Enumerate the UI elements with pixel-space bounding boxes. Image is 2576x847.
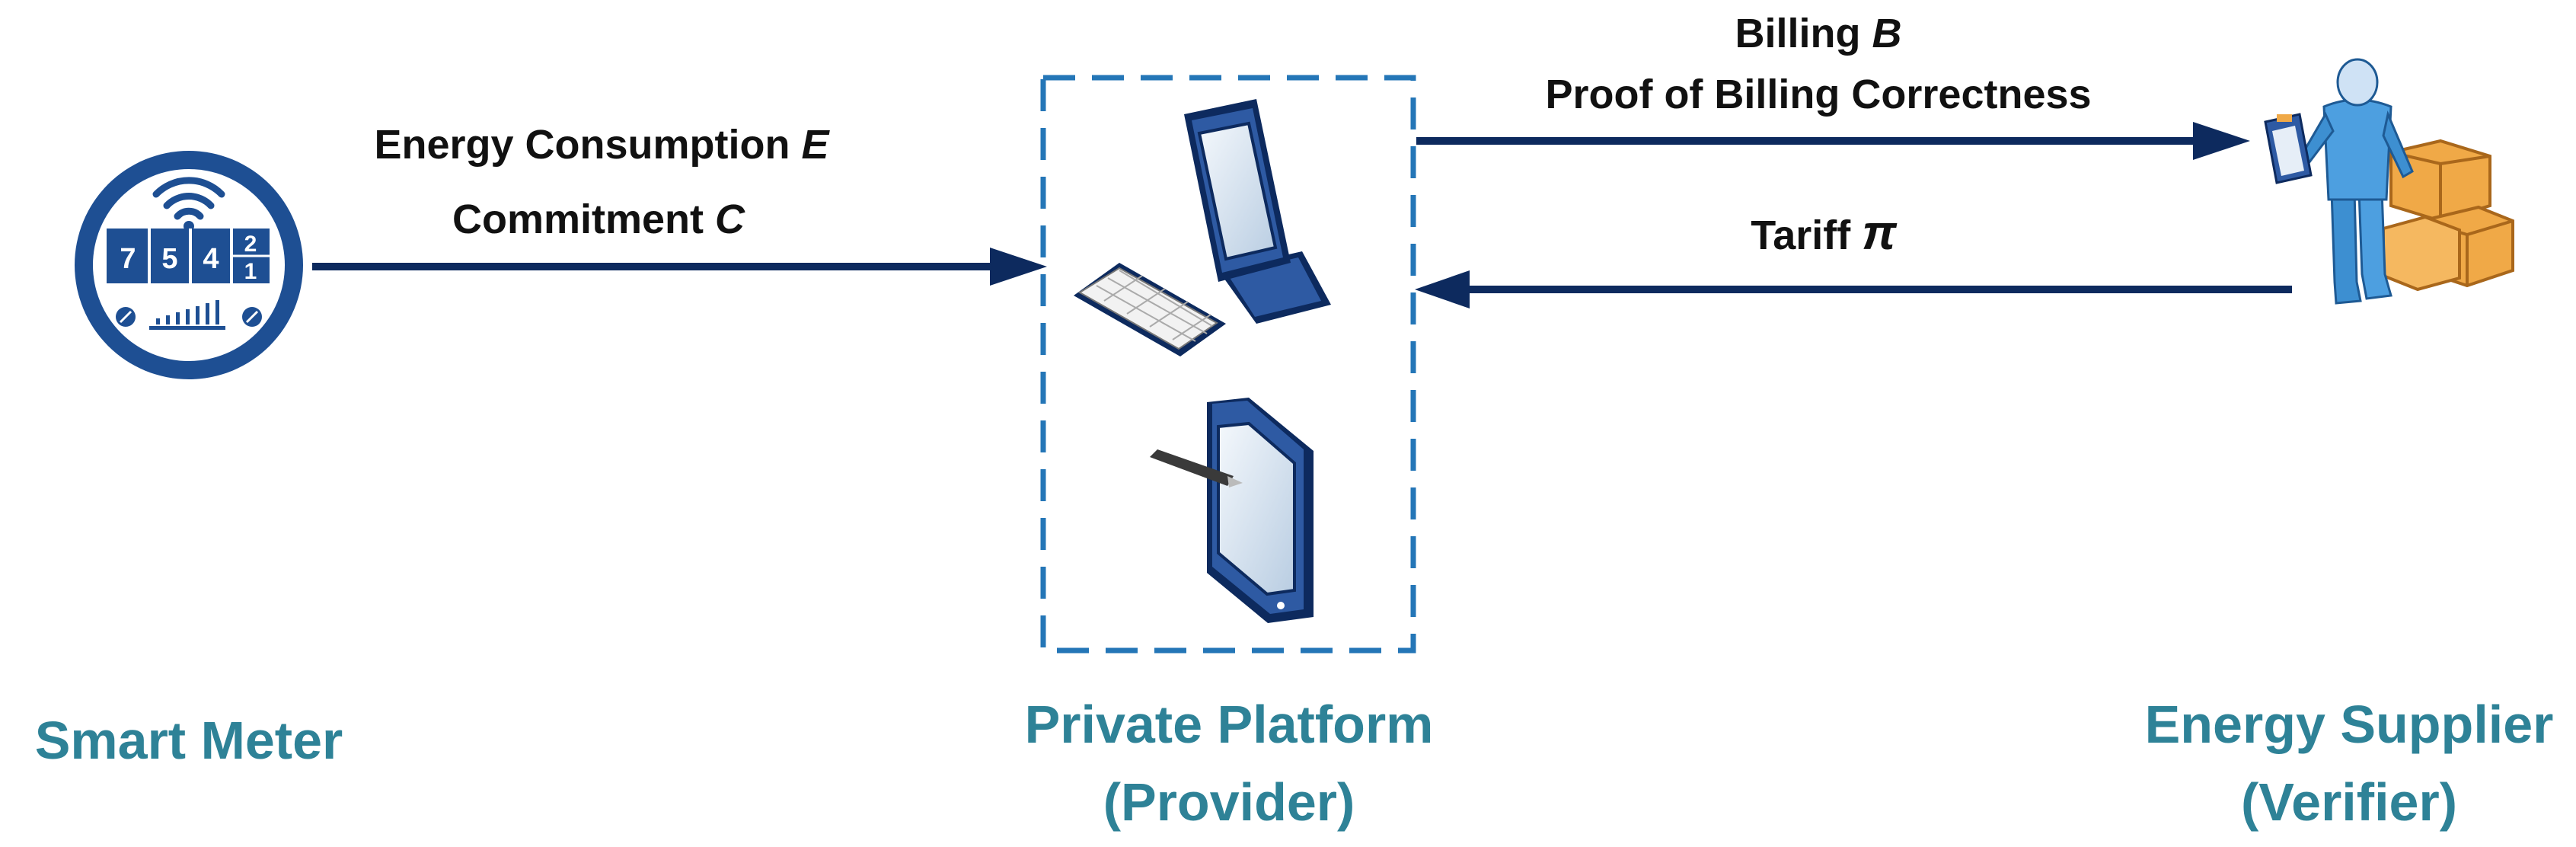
tariff-arrow: [1415, 270, 2292, 308]
commitment-label: Commitment C: [452, 197, 745, 242]
signal-bars-icon: [149, 300, 225, 330]
computer-icon: [1074, 99, 1331, 356]
platform-boundary: [1040, 75, 1416, 654]
supplier-person-icon: [2264, 58, 2514, 305]
meter-digit: 2: [244, 232, 257, 257]
smart-meter-icon: 7 5 4 2 1: [75, 151, 303, 379]
provider-label: (Provider): [1103, 772, 1355, 832]
meter-digit: 5: [161, 243, 177, 275]
meter-digit: 4: [203, 243, 219, 275]
billing-proof-arrow: [1416, 122, 2250, 160]
package-boxes-icon: [2382, 139, 2514, 292]
keyboard-icon: [1074, 263, 1226, 356]
energy-commitment-arrow: [312, 248, 1047, 286]
clipboard-icon: [2264, 113, 2313, 184]
billing-label: Billing B: [1735, 11, 1902, 56]
meter-digit: 7: [120, 243, 136, 275]
tariff-label: Tariff π: [1751, 205, 1898, 260]
proof-of-billing-label: Proof of Billing Correctness: [1545, 72, 2091, 117]
energy-consumption-label: Energy Consumption E: [374, 122, 830, 168]
stylus-icon: [1150, 449, 1243, 487]
wifi-icon: [152, 177, 225, 220]
smart-meter-label: Smart Meter: [35, 711, 343, 770]
meter-digit: 1: [244, 259, 257, 284]
tablet-icon: [1207, 398, 1314, 623]
private-platform-label: Private Platform: [1025, 695, 1434, 754]
energy-supplier-label: Energy Supplier: [2145, 695, 2554, 754]
verifier-label: (Verifier): [2241, 772, 2457, 832]
